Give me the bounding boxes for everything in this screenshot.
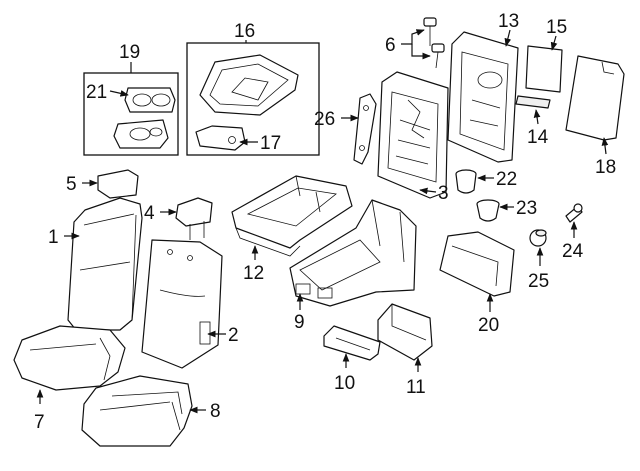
part-15-cover-plate xyxy=(525,45,563,93)
part-13-rear-panel xyxy=(447,31,519,163)
part-25-knob xyxy=(529,229,547,247)
callout-17: 17 xyxy=(260,133,281,154)
callout-9: 9 xyxy=(294,312,305,333)
part-12-console-tray xyxy=(231,175,353,257)
part-8-cushion-cover xyxy=(81,375,193,447)
callout-1: 1 xyxy=(48,227,59,248)
part-11-bracket xyxy=(377,303,433,361)
part-23-cup-insert xyxy=(476,199,500,222)
part-22-cup xyxy=(455,169,477,194)
callout-8: 8 xyxy=(210,401,221,422)
part-21-cup-holder xyxy=(113,87,176,149)
part-10-rail xyxy=(323,325,381,361)
callout-20: 20 xyxy=(478,315,499,336)
leader-18 xyxy=(601,137,609,155)
leader-13 xyxy=(504,29,512,47)
callout-12: 12 xyxy=(243,263,264,284)
part-3-seat-back-frame xyxy=(377,71,449,199)
leader-15 xyxy=(550,35,558,51)
callout-18: 18 xyxy=(595,157,616,178)
callout-2: 2 xyxy=(228,325,239,346)
leader-14 xyxy=(533,109,541,125)
part-4-headrest xyxy=(175,197,213,240)
callout-24: 24 xyxy=(562,241,584,262)
callout-16: 16 xyxy=(234,21,255,42)
callout-22: 22 xyxy=(496,169,517,190)
part-5-headrest xyxy=(97,169,139,199)
callout-3: 3 xyxy=(438,183,449,204)
part-14-trim-strip xyxy=(515,95,551,109)
part-9-seat-base-frame xyxy=(289,199,417,307)
inset-box-16 xyxy=(186,42,320,156)
callout-26: 26 xyxy=(314,109,335,130)
part-17-tray xyxy=(195,125,246,151)
part-16-armrest-tray xyxy=(199,54,299,116)
part-7-seat-cushion xyxy=(13,325,126,391)
callout-23: 23 xyxy=(516,198,537,219)
callout-13: 13 xyxy=(498,11,519,32)
callout-7: 7 xyxy=(34,412,45,433)
callout-4: 4 xyxy=(144,203,155,224)
callout-5: 5 xyxy=(66,174,77,195)
callout-6: 6 xyxy=(385,35,396,56)
part-24-pin xyxy=(565,203,583,223)
part-20-storage-bin xyxy=(439,231,515,297)
part-18-back-cover xyxy=(565,55,625,141)
callout-14: 14 xyxy=(527,127,549,148)
callout-11: 11 xyxy=(406,377,426,398)
callout-21: 21 xyxy=(86,82,107,103)
leader-21 xyxy=(109,90,129,97)
callout-15: 15 xyxy=(546,17,567,38)
leader-6 xyxy=(401,29,425,45)
callout-10: 10 xyxy=(334,373,355,394)
leader-3 xyxy=(419,187,437,195)
part-2-back-panel xyxy=(141,239,223,369)
part-6-bolts xyxy=(423,17,445,69)
callout-25: 25 xyxy=(528,271,549,292)
part-1-seat-back xyxy=(67,197,143,331)
part-26-hinge-bracket xyxy=(353,93,377,165)
leader-6b xyxy=(411,44,431,60)
callout-19: 19 xyxy=(119,42,140,63)
